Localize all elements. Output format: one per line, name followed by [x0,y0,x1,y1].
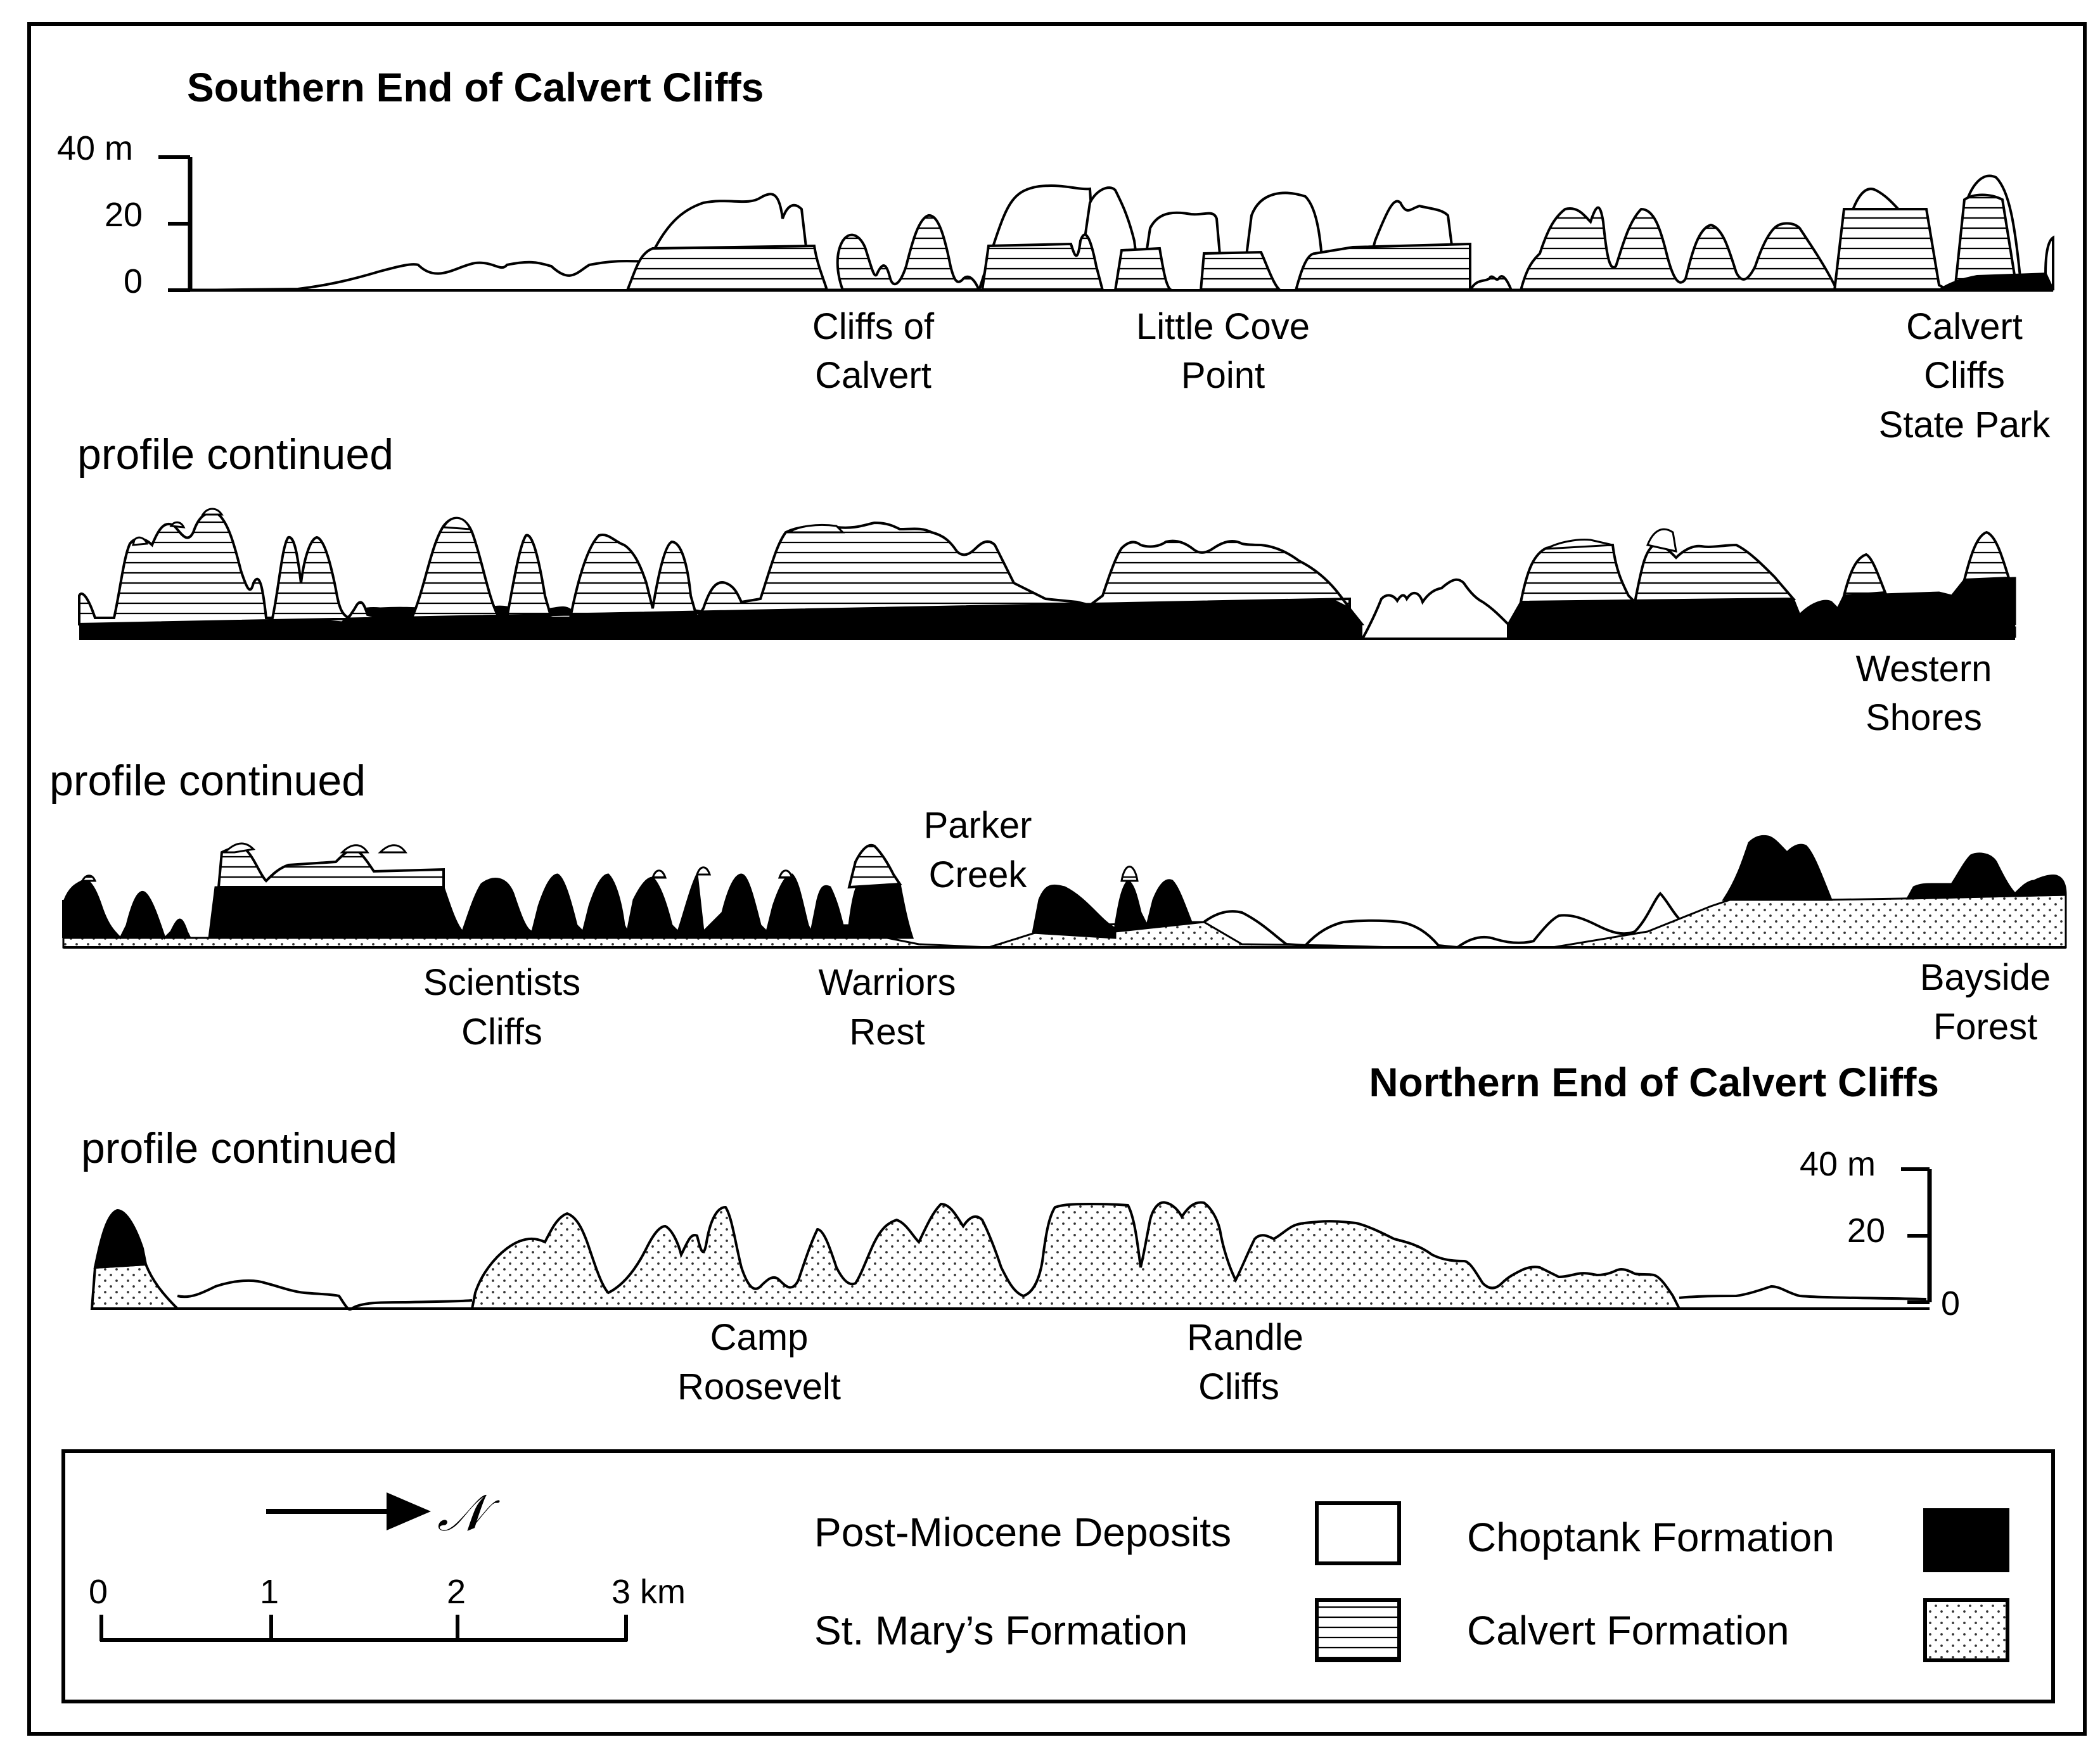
label-little-cove-point: Little Cove Point [1136,306,1310,396]
label-camp-roosevelt: Camp Roosevelt [677,1317,841,1407]
outer-border [27,22,2087,1736]
swatch-st-marys [1315,1598,1401,1662]
svg-text:Camp: Camp [710,1317,809,1358]
label-cliffs-of-calvert: Cliffs of Calvert [812,306,935,396]
svg-text:Randle: Randle [1187,1317,1303,1358]
svg-text:Cliffs of: Cliffs of [812,306,935,347]
profile-2 [78,508,2016,640]
svg-text:Calvert: Calvert [1906,306,2023,347]
section-continued-3: profile continued [81,1124,397,1172]
scale-3: 3 km [611,1573,686,1611]
swatch-post-miocene [1315,1501,1401,1565]
svg-text:St. Mary’s Formation: St. Mary’s Formation [814,1608,1188,1653]
svg-text:Calvert: Calvert [815,355,932,396]
svg-text:Forest: Forest [1933,1006,2037,1048]
scale-1: 1 [260,1573,279,1611]
swatch-choptank [1923,1508,2009,1572]
legend-choptank: Choptank Formation [1467,1508,2009,1572]
legend-post-miocene: Post-Miocene Deposits [814,1501,1401,1565]
label-randle-cliffs: Randle Cliffs [1187,1317,1303,1407]
swatch-calvert [1923,1598,2009,1662]
svg-text:Shores: Shores [1866,697,1982,738]
legend-box [61,1449,2055,1703]
section-continued-1: profile continued [77,430,394,478]
profile-south [189,174,2054,292]
svg-text:Parker: Parker [924,805,1032,846]
label-parker-creek: Parker Creek [924,805,1032,895]
svg-text:State Park: State Park [1879,404,2051,445]
section-continued-2: profile continued [49,757,366,805]
north-title: Northern End of Calvert Cliffs [1369,1060,1939,1105]
north-axis-top: 40 m [1800,1145,1876,1183]
south-axis: 40 m 20 0 [57,129,193,300]
south-axis-mid: 20 [105,196,143,234]
svg-text:Creek: Creek [929,854,1028,895]
svg-text:Western: Western [1856,648,1992,689]
svg-text:Bayside: Bayside [1920,957,2051,998]
legend-calvert: Calvert Formation [1467,1598,2009,1662]
svg-text:Little Cove: Little Cove [1136,306,1310,347]
label-scientists-cliffs: Scientists Cliffs [423,962,580,1053]
svg-text:Point: Point [1181,355,1265,396]
south-axis-bottom: 0 [124,262,143,300]
svg-text:Calvert Formation: Calvert Formation [1467,1608,1789,1653]
label-bayside-forest: Bayside Forest [1920,957,2051,1048]
legend-st-marys: St. Mary’s Formation [814,1598,1401,1662]
svg-text:Rest: Rest [849,1011,925,1053]
svg-text:Scientists: Scientists [423,962,580,1003]
north-axis-bottom: 0 [1941,1285,1960,1323]
svg-text:Choptank Formation: Choptank Formation [1467,1515,1834,1560]
svg-text:Cliffs: Cliffs [1924,355,2005,396]
scale-bar: 0 1 2 3 km [89,1573,686,1642]
south-axis-top: 40 m [57,129,133,167]
scale-0: 0 [89,1573,108,1611]
label-western-shores: Western Shores [1856,648,1992,738]
svg-text:Roosevelt: Roosevelt [677,1366,841,1407]
label-warriors-rest: Warriors Rest [819,962,956,1053]
profile-north [90,1201,1930,1311]
svg-text:Cliffs: Cliffs [1198,1366,1279,1407]
scale-2: 2 [447,1573,466,1611]
north-axis: 40 m 20 0 [1800,1145,1960,1323]
svg-text:Warriors: Warriors [819,962,956,1003]
profile-3 [62,835,2067,949]
label-calvert-cliffs-state-park: Calvert Cliffs State Park [1879,306,2051,445]
svg-text:Cliffs: Cliffs [461,1011,542,1053]
north-axis-mid: 20 [1847,1212,1885,1250]
south-title: Southern End of Calvert Cliffs [187,65,764,110]
svg-text:Post-Miocene Deposits: Post-Miocene Deposits [814,1509,1231,1555]
